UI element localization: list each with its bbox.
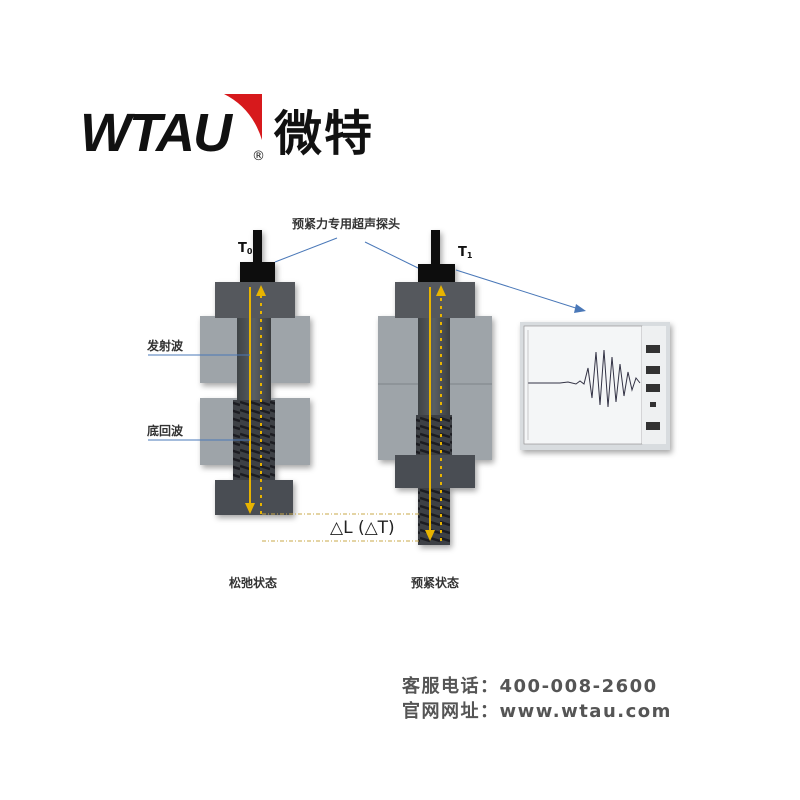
logo-chinese: 微特: [274, 106, 375, 162]
bottom-echo-label: 底回波: [147, 424, 184, 438]
t0-label: T0: [238, 242, 252, 259]
bolt-head: [395, 282, 475, 318]
registered-mark: ®: [252, 149, 265, 164]
echo-waveform: [528, 349, 641, 408]
probe-caption: 预紧力专用超声探头: [292, 217, 401, 231]
arrow-head: [574, 304, 586, 313]
nut: [215, 480, 293, 515]
leader-probe-left: [274, 237, 338, 263]
wave-arrows: [245, 285, 446, 541]
arrow-to-screen: [455, 269, 583, 311]
probe-stick: [253, 230, 262, 264]
relaxed-bolt: [200, 230, 310, 515]
website-url: www.wtau.com: [499, 701, 672, 722]
bolt-thread: [233, 400, 275, 482]
phone-number: 400-008-2600: [499, 676, 658, 697]
bolt-thread-exposed: [418, 488, 450, 545]
bolt-thread: [416, 415, 452, 460]
preloaded-caption: 预紧状态: [411, 576, 460, 590]
relaxed-caption: 松弛状态: [229, 576, 278, 590]
emit-wave-label: 发射波: [147, 339, 184, 353]
t1-subscript: 1: [466, 251, 473, 260]
contact-website: 官网网址：www.wtau.com: [402, 701, 672, 722]
t1-letter: T: [458, 245, 467, 260]
bolt-shank: [418, 318, 450, 418]
leader-probe-right: [364, 241, 419, 269]
instrument-screen: [520, 322, 670, 450]
t0-subscript: 0: [246, 247, 253, 256]
website-label: 官网网址：: [402, 701, 500, 722]
bolt-shank: [237, 318, 271, 408]
t1-label: T1: [458, 246, 472, 263]
preloaded-bolt: [378, 230, 492, 545]
t0-letter: T: [238, 241, 247, 256]
nut: [395, 455, 475, 488]
probe-block: [240, 262, 275, 282]
bolt-head: [215, 282, 295, 318]
logo-wtau: WTAU: [80, 103, 232, 163]
probe-block: [418, 264, 455, 282]
probe-stick: [431, 230, 440, 266]
delta-label: △L (△T): [330, 518, 395, 538]
phone-label: 客服电话：: [402, 676, 500, 697]
contact-phone: 客服电话：400-008-2600: [402, 676, 658, 697]
